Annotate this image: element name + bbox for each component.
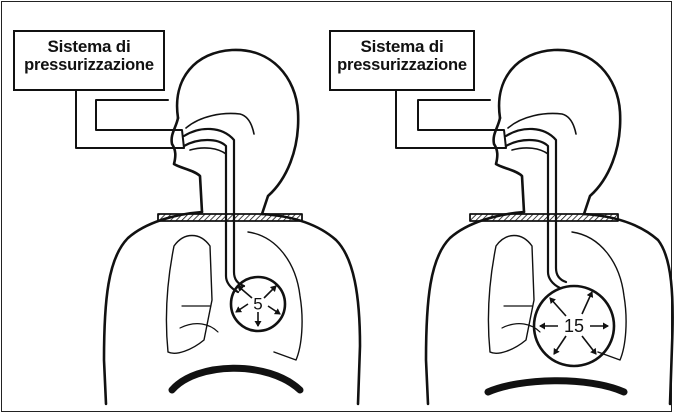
right-stomach-value: 15 (564, 316, 584, 336)
right-clavicle (470, 214, 618, 221)
left-rib-detail (180, 306, 218, 332)
right-label-line2: pressurizzazione (335, 56, 469, 74)
right-pressurization-label: Sistema di pressurizzazione (329, 30, 475, 91)
right-lung-left (488, 236, 534, 354)
right-figure (396, 50, 673, 404)
left-pressurization-label: Sistema di pressurizzazione (13, 30, 165, 91)
left-stomach-value: 5 (253, 294, 262, 313)
left-figure (76, 50, 360, 404)
left-label-line2: pressurizzazione (19, 56, 159, 74)
right-esophagus-outer (506, 129, 566, 282)
left-label-line1: Sistema di (19, 37, 159, 56)
left-pressure-tube (76, 86, 184, 148)
right-label-line1: Sistema di (335, 37, 469, 56)
left-clavicle (158, 214, 302, 221)
right-diaphragm (488, 381, 624, 392)
left-lung-left (166, 236, 212, 354)
right-pressure-tube (396, 86, 506, 148)
left-diaphragm (172, 368, 300, 390)
left-esophagus-outer (184, 129, 244, 286)
right-oral-passage (512, 148, 548, 154)
right-face-profile (494, 118, 524, 212)
left-oral-passage (190, 148, 226, 154)
right-shoulder-left (426, 212, 524, 404)
left-face-profile (172, 118, 202, 212)
